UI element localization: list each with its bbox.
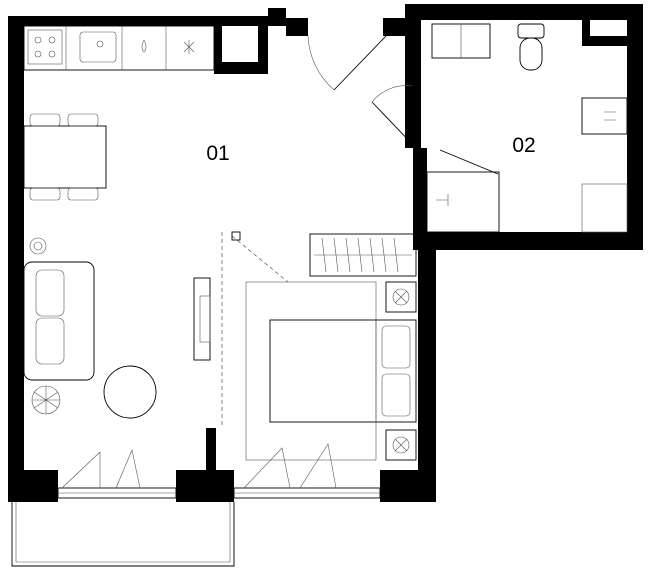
washer-dryer xyxy=(431,23,491,59)
window-icon xyxy=(57,487,381,499)
dining-table xyxy=(23,113,107,201)
nightstand-top xyxy=(385,281,417,313)
round-table xyxy=(103,365,157,419)
toilet-icon xyxy=(517,23,545,71)
door-swing-icon xyxy=(61,35,415,489)
nightstand-bottom xyxy=(385,429,417,461)
tv-unit xyxy=(193,277,211,361)
plant-icon xyxy=(31,385,61,415)
shower xyxy=(426,149,500,233)
walls xyxy=(8,4,643,502)
balcony xyxy=(11,502,235,567)
lamp-icon xyxy=(29,237,47,255)
vanity xyxy=(581,97,628,135)
stove-icon xyxy=(27,29,63,65)
bed xyxy=(269,319,417,423)
sofa xyxy=(23,261,95,381)
room-label-02: 02 xyxy=(512,134,535,157)
sink-icon xyxy=(79,31,117,63)
wardrobe xyxy=(309,233,417,277)
kitchen-counter xyxy=(23,25,215,71)
cabinet xyxy=(581,183,628,233)
bedroom-rug xyxy=(245,281,377,461)
room-label-01: 01 xyxy=(206,142,229,165)
